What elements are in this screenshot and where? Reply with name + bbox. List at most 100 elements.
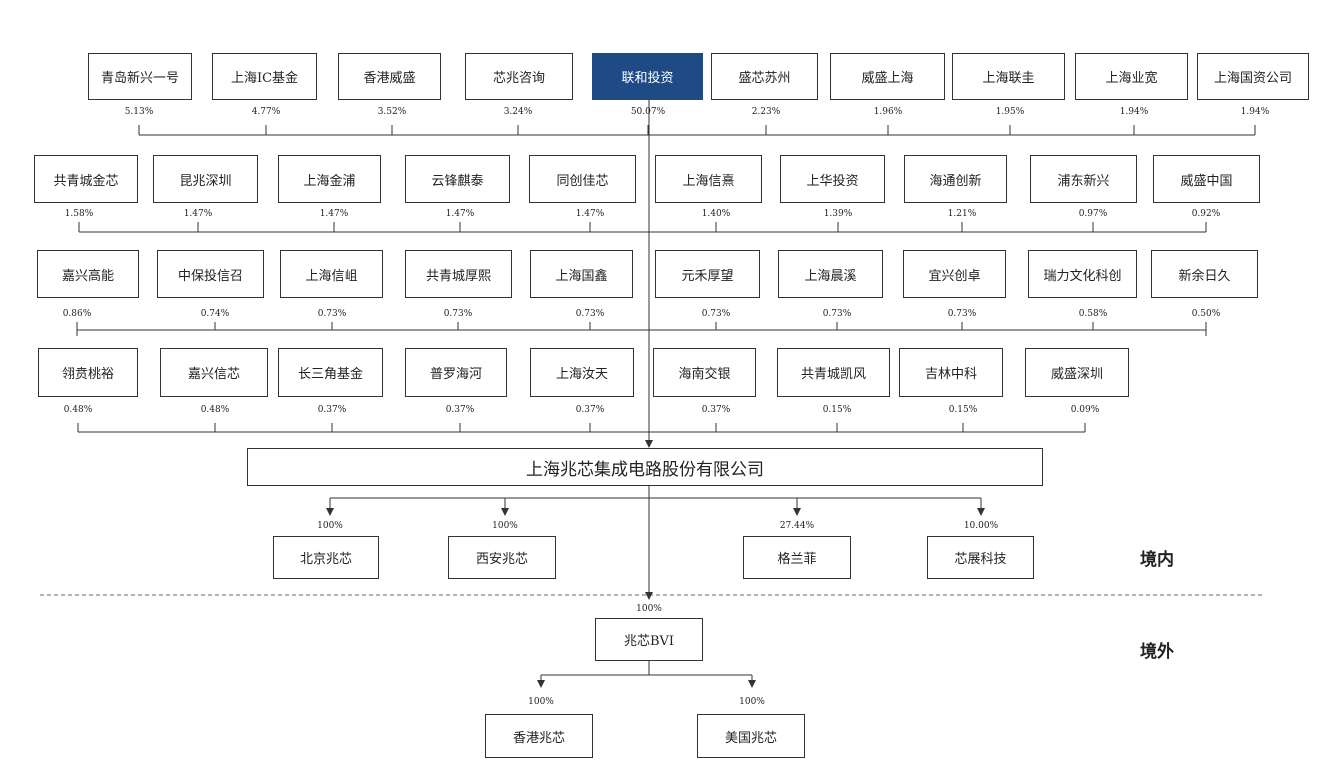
shareholder-box: 昆兆深圳 [153,155,258,203]
shareholder-box: 上海业宽 [1075,53,1188,100]
arrow-head [645,440,653,448]
shareholder-box: 元禾厚望 [655,250,760,298]
shareholder-box: 新余日久 [1151,250,1258,298]
shareholder-box: 云锋麒泰 [405,155,510,203]
share-percentage: 1.94% [1240,107,1270,117]
shareholder-box: 盛芯苏州 [711,53,818,100]
company-box: 上海兆芯集成电路股份有限公司 [247,448,1043,486]
share-percentage: 3.52% [377,107,407,117]
shareholder-box: 威盛深圳 [1025,348,1129,397]
shareholder-box: 中保投信召 [157,250,264,298]
share-percentage: 100% [739,697,765,707]
share-percentage: 0.92% [1191,209,1221,219]
shareholder-box: 瑞力文化科创 [1028,250,1137,298]
shareholder-box: 上海国资公司 [1197,53,1309,100]
shareholder-box: 上海IC基金 [212,53,317,100]
domestic-subsidiary-box: 西安兆芯 [448,536,556,579]
shareholder-box: 上海联圭 [952,53,1065,100]
share-percentage: 0.73% [947,309,977,319]
shareholder-box: 上海信岨 [280,250,383,298]
shareholder-box: 长三角基金 [278,348,383,397]
share-percentage: 1.47% [319,209,349,219]
shareholder-box: 共青城厚熙 [405,250,512,298]
shareholder-box: 海南交银 [653,348,756,397]
share-percentage: 100% [492,521,518,531]
shareholder-box: 芯兆咨询 [465,53,573,100]
shareholder-box: 香港威盛 [338,53,441,100]
share-percentage: 4.77% [251,107,281,117]
share-percentage: 1.40% [701,209,731,219]
arrow-head [748,680,756,688]
share-percentage: 100% [636,604,662,614]
share-percentage: 2.23% [751,107,781,117]
share-percentage: 27.44% [779,521,815,531]
shareholder-box: 吉林中科 [899,348,1003,397]
share-percentage: 100% [317,521,343,531]
share-percentage: 0.73% [443,309,473,319]
shareholder-box: 上华投资 [780,155,885,203]
share-percentage: 0.73% [701,309,731,319]
share-percentage: 100% [528,697,554,707]
share-percentage: 1.47% [445,209,475,219]
region-label-overseas: 境外 [1140,642,1174,662]
share-percentage: 0.86% [62,309,92,319]
share-percentage: 0.73% [317,309,347,319]
share-percentage: 0.48% [200,405,230,415]
shareholder-box: 嘉兴信芯 [160,348,268,397]
shareholder-box: 宜兴创卓 [903,250,1006,298]
region-label-domestic: 境内 [1140,550,1174,570]
share-percentage: 0.37% [575,405,605,415]
share-percentage: 1.21% [947,209,977,219]
bvi-box: 兆芯BVI [595,618,703,661]
shareholder-box: 浦东新兴 [1030,155,1137,203]
share-percentage: 0.15% [822,405,852,415]
overseas-subsidiary-box: 香港兆芯 [485,714,593,758]
share-percentage: 0.74% [200,309,230,319]
arrow-head [326,508,334,516]
domestic-subsidiary-box: 格兰菲 [743,536,851,579]
share-percentage: 3.24% [503,107,533,117]
shareholder-box: 上海国鑫 [530,250,633,298]
shareholder-box: 青岛新兴一号 [88,53,192,100]
share-percentage: 1.47% [183,209,213,219]
share-percentage: 0.37% [445,405,475,415]
share-percentage: 1.47% [575,209,605,219]
domestic-subsidiary-box: 北京兆芯 [273,536,379,579]
share-percentage: 0.09% [1070,405,1100,415]
share-percentage: 1.94% [1119,107,1149,117]
shareholder-box: 威盛上海 [830,53,945,100]
shareholder-box: 上海晨溪 [778,250,883,298]
shareholder-box-highlighted: 联和投资 [592,53,703,100]
share-percentage: 1.39% [823,209,853,219]
share-percentage: 0.15% [948,405,978,415]
share-percentage: 0.73% [575,309,605,319]
share-percentage: 50.07% [630,107,666,117]
share-percentage: 1.95% [995,107,1025,117]
shareholder-box: 海通创新 [904,155,1007,203]
arrow-head [537,680,545,688]
share-percentage: 1.58% [64,209,94,219]
domestic-subsidiary-box: 芯展科技 [927,536,1034,579]
shareholder-box: 上海信熹 [655,155,762,203]
overseas-subsidiary-box: 美国兆芯 [697,714,805,758]
arrow-head [645,592,653,600]
share-percentage: 1.96% [873,107,903,117]
share-percentage: 0.37% [317,405,347,415]
share-percentage: 0.48% [63,405,93,415]
arrow-head [501,508,509,516]
shareholder-box: 上海金浦 [278,155,381,203]
share-percentage: 10.00% [963,521,999,531]
shareholder-box: 普罗海河 [405,348,507,397]
share-percentage: 0.50% [1191,309,1221,319]
shareholder-box: 同创佳芯 [529,155,636,203]
shareholder-box: 威盛中国 [1153,155,1260,203]
share-percentage: 0.37% [701,405,731,415]
arrow-head [977,508,985,516]
shareholder-box: 共青城金芯 [34,155,138,203]
share-percentage: 0.97% [1078,209,1108,219]
shareholder-box: 翎贲桃裕 [38,348,138,397]
share-percentage: 0.58% [1078,309,1108,319]
shareholder-box: 上海汝天 [530,348,634,397]
